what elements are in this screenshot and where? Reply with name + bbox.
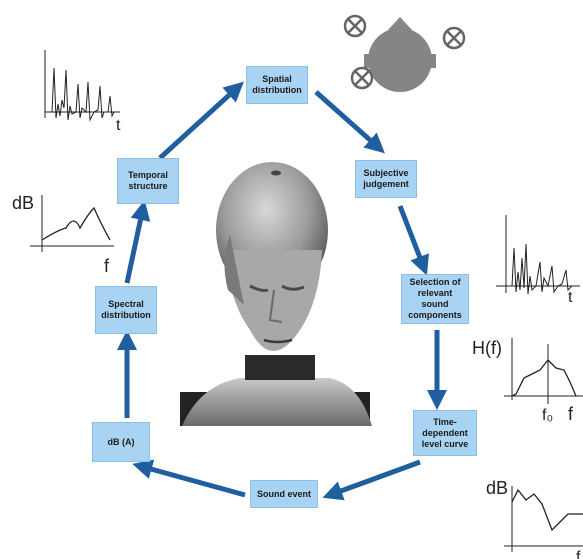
db-axis-label: dB: [12, 193, 34, 213]
step-label: Spectral distribution: [100, 299, 152, 321]
level-curve-graph: dB f: [486, 478, 583, 559]
step-spectral-distribution: Spectral distribution: [95, 286, 157, 334]
f0-label: f₀: [542, 407, 553, 424]
step-label: Selection of relevant sound components: [406, 277, 464, 321]
arrow-subjective-to-selection: [400, 206, 424, 268]
step-label: Sound event: [257, 489, 311, 500]
step-label: Temporal structure: [122, 170, 174, 192]
step-dba: dB (A): [92, 422, 150, 462]
step-subjective-judgement: Subjective judgement: [355, 160, 417, 198]
step-label: Spatial distribution: [251, 74, 303, 96]
db-axis-label: dB: [486, 478, 508, 498]
arrow-spectral-to-temporal: [127, 208, 143, 283]
f-axis-label: f: [568, 404, 574, 424]
f-axis-label: f: [576, 549, 581, 559]
t-axis-label: t: [568, 289, 573, 306]
t-axis-label: t: [116, 117, 121, 134]
spectrum-graph-left: dB f: [12, 193, 114, 276]
step-sound-event: Sound event: [250, 480, 318, 508]
step-temporal-structure: Temporal structure: [117, 158, 179, 204]
arrow-sound-event-to-dba: [140, 466, 245, 495]
arrow-level-to-sound-event: [330, 462, 420, 495]
f-axis-label: f: [104, 256, 110, 276]
step-label: dB (A): [108, 437, 135, 448]
step-selection-sound-components: Selection of relevant sound components: [401, 274, 469, 324]
step-label: Time-dependent level curve: [418, 417, 472, 450]
step-label: Subjective judgement: [360, 168, 412, 190]
listener-head-top-icon: [364, 17, 436, 92]
filter-response-graph: H(f) f₀ f: [472, 338, 583, 424]
arrow-temporal-to-spatial: [160, 87, 238, 158]
artificial-head-image: [180, 162, 372, 426]
step-spatial-distribution: Spatial distribution: [246, 66, 308, 104]
time-signal-graph-right: t: [496, 215, 580, 306]
step-time-dependent-level-curve: Time-dependent level curve: [413, 410, 477, 456]
time-signal-graph-top-left: t: [45, 50, 121, 134]
hf-axis-label: H(f): [472, 338, 502, 358]
arrow-spatial-to-subjective: [316, 92, 379, 148]
